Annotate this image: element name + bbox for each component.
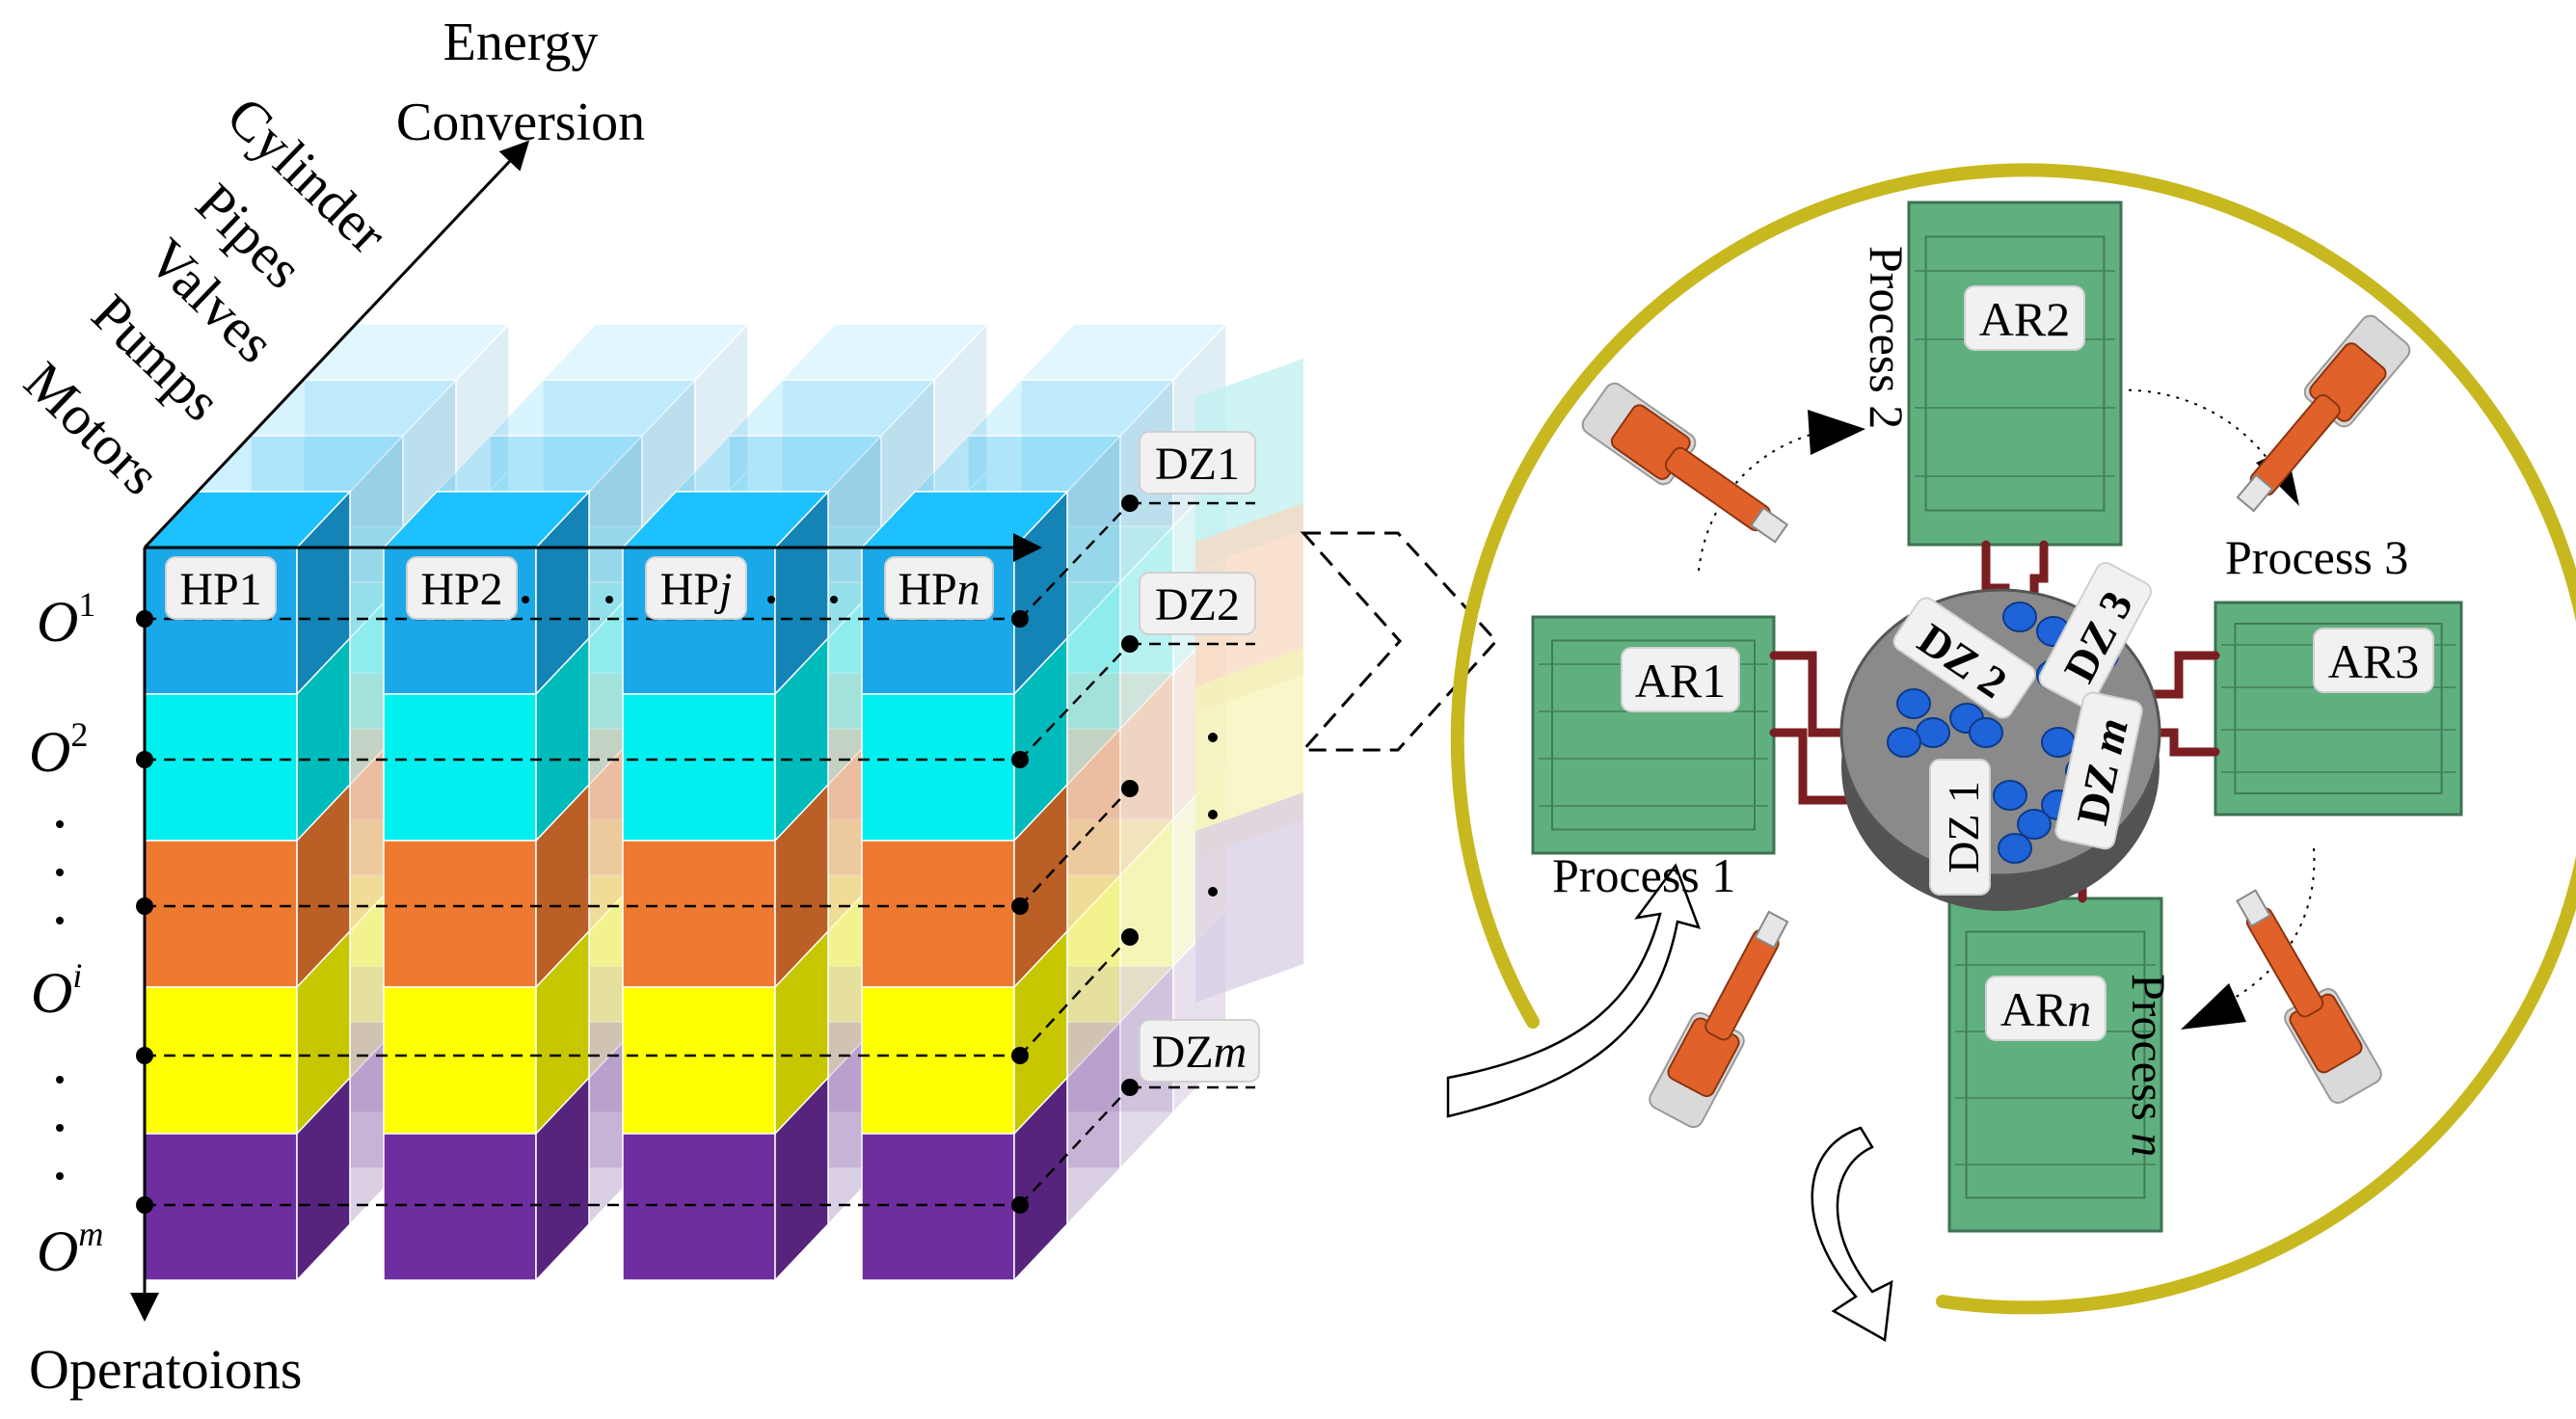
- process-label-n: Process n: [2122, 974, 2176, 1157]
- process3-dotted-arrow: [2108, 388, 2278, 473]
- ar-label-n: ARn: [2000, 982, 2091, 1036]
- dz-ellipsis: [1208, 733, 1218, 897]
- cube-cell: [383, 783, 590, 989]
- hp-labels: HP1 HP2 HPj HPn: [165, 556, 994, 620]
- table-dz-label-3: DZ 3: [2038, 561, 2153, 709]
- hp-label-j: HPj: [660, 564, 733, 615]
- locator-pin: [2002, 602, 2037, 632]
- process-label-1: Process 1: [1552, 848, 1735, 902]
- cube-cell: [383, 636, 590, 843]
- locator-pin: [1916, 717, 1950, 748]
- hp-label-box-n: [884, 556, 994, 620]
- cube-cell: [383, 929, 590, 1136]
- table-dz-label-1: DZ 1: [1929, 759, 1991, 896]
- dz-label-1: DZ1: [1155, 439, 1240, 490]
- cube-cell: [144, 1076, 351, 1282]
- operation-label-m: Om: [37, 1215, 103, 1283]
- rotation-arrow-bottom: [1811, 1126, 1893, 1343]
- welding-robot-4: [1649, 910, 1789, 1129]
- operation-label-i: Oi: [31, 956, 82, 1025]
- table-dz-label-m: DZ m: [2054, 691, 2143, 850]
- cube-cell: [622, 783, 829, 989]
- welding-robot-1: [1581, 382, 1789, 544]
- process2-arrowhead: [1808, 410, 1865, 455]
- cube-cell: [383, 1076, 590, 1282]
- cube-cell: [144, 783, 351, 989]
- hp-label-1: HP1: [179, 564, 261, 615]
- assembly-station-ar2: [1907, 201, 2123, 547]
- ar-label-box-1: [1621, 647, 1740, 712]
- hydraulic-pipe: [1769, 651, 1865, 737]
- processn-arrowhead: [2181, 983, 2246, 1030]
- energy-conversion-axis: [143, 140, 530, 549]
- hp-label-box-1: [165, 556, 277, 620]
- locator-pin: [1993, 780, 2027, 811]
- hydraulic-data-cube: [143, 322, 1303, 1282]
- depth-ghost-block: [1195, 792, 1303, 1003]
- operations-axis-label: Operatoions: [29, 1338, 303, 1401]
- hp-label-box-j: [645, 556, 747, 620]
- welding-robot-2: [2236, 314, 2411, 513]
- ar-label-box-2: [1964, 285, 2085, 351]
- transition-chevron-arrow: [1300, 531, 1499, 752]
- dz-label-box-1: [1139, 431, 1256, 495]
- locator-pin: [2017, 809, 2052, 840]
- ar-label-3: AR3: [2328, 634, 2419, 688]
- hp-label-box-2: [406, 556, 518, 620]
- rotation-arrow-left: [1446, 863, 1702, 1118]
- dz-label-box-m: [1139, 1019, 1260, 1083]
- outer-ring: [1450, 163, 2576, 1315]
- energy-axis-label-line1: Energy: [443, 13, 599, 72]
- operation-labels: O1 O2 Oi Om: [29, 585, 103, 1283]
- cube-cell: [622, 929, 829, 1136]
- dz-labels: DZ1 DZ2 DZm: [1139, 431, 1260, 1083]
- process-label-2: Process 2: [1860, 246, 1914, 429]
- cube-cell: [861, 1076, 1068, 1282]
- rotary-machine: AR1 AR2 AR3 ARn DZ 1 DZ 2 DZ 3 DZ m Proc…: [1446, 163, 2576, 1343]
- hp-ellipsis: [522, 596, 838, 603]
- dz-label-m: DZm: [1152, 1027, 1248, 1078]
- operation-label-2: O2: [29, 715, 88, 784]
- hydraulic-pipe: [2140, 651, 2220, 699]
- vertical-ellipsis-1: [56, 820, 64, 924]
- cube-cell: [861, 783, 1068, 989]
- hp-label-2: HP2: [420, 564, 502, 615]
- cube-cell: [622, 1076, 829, 1282]
- hydraulic-pipe: [1769, 728, 1865, 805]
- energy-axis-label-line2: Conversion: [396, 93, 645, 152]
- dz-label-2: DZ2: [1155, 579, 1240, 630]
- dz-label-box-2: [1139, 572, 1256, 635]
- ar-label-2: AR2: [1979, 292, 2070, 346]
- hp-label-n: HPn: [898, 564, 979, 615]
- ar-label-1: AR1: [1635, 654, 1726, 708]
- locator-pin: [2041, 727, 2076, 758]
- svg-text:DZ 1: DZ 1: [1939, 781, 1988, 873]
- ar-label-box-n: [1985, 976, 2106, 1041]
- operation-label-1: O1: [37, 585, 95, 654]
- vertical-ellipsis-2: [56, 1076, 64, 1180]
- locator-pin: [1896, 688, 1931, 719]
- process-label-3: Process 3: [2225, 530, 2408, 584]
- cube-cell: [622, 636, 829, 843]
- ar-label-box-3: [2313, 628, 2434, 693]
- locator-pin: [1969, 717, 2003, 748]
- operation-lines: [136, 495, 1255, 1214]
- locator-pin: [1887, 727, 1921, 758]
- cube-cell: [144, 636, 351, 843]
- cube-cell: [541, 322, 750, 528]
- cube-cell: [861, 929, 1068, 1136]
- axes: Energy Conversion Operatoions: [29, 13, 1042, 1401]
- cube-cell: [144, 929, 351, 1136]
- assembly-station-arn: [1947, 897, 2163, 1233]
- welding-robot-3: [2236, 889, 2382, 1104]
- locator-pin: [1998, 833, 2032, 864]
